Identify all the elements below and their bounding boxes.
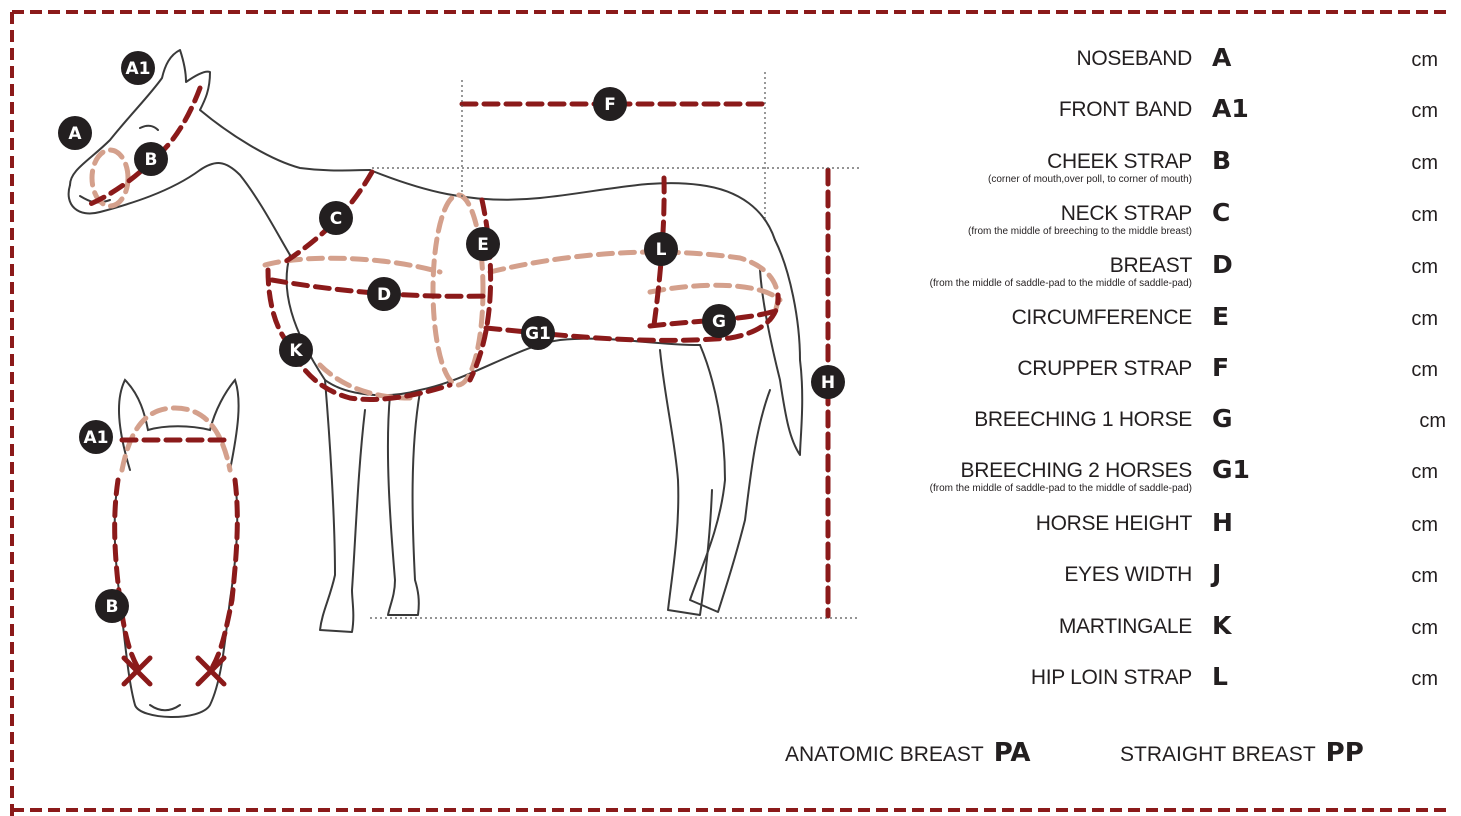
measurement-unit: cm xyxy=(1411,49,1438,72)
measurement-row-martingale: MARTINGALE K cm xyxy=(820,615,1450,655)
badge-a-side: A xyxy=(58,116,92,150)
badge-d: D xyxy=(367,277,401,311)
measurement-label: HIP LOIN STRAP xyxy=(1031,666,1192,690)
badge-g1: G1 xyxy=(521,316,555,350)
measurement-code: F xyxy=(1212,353,1229,382)
measurement-label: HORSE HEIGHT xyxy=(1036,512,1192,536)
measurement-code: A1 xyxy=(1212,94,1249,123)
svg-text:F: F xyxy=(604,95,616,115)
svg-text:K: K xyxy=(289,341,303,361)
measurement-unit: cm xyxy=(1411,204,1438,227)
measurement-note: (from the middle of saddle-pad to the mi… xyxy=(930,278,1192,289)
svg-text:A: A xyxy=(68,124,82,144)
measurement-unit: cm xyxy=(1411,308,1438,331)
measurement-code: D xyxy=(1212,250,1233,279)
svg-text:C: C xyxy=(330,209,342,229)
badge-k: K xyxy=(279,333,313,367)
measurement-note: (corner of mouth,over poll, to corner of… xyxy=(988,174,1192,185)
measurement-code: L xyxy=(1212,662,1228,691)
measurement-code: K xyxy=(1212,611,1231,640)
measurement-label: BREECHING 2 HORSES xyxy=(961,459,1193,483)
measurement-code: H xyxy=(1212,508,1233,537)
measurement-unit: cm xyxy=(1411,668,1438,691)
measurement-code: A xyxy=(1212,43,1231,72)
svg-text:L: L xyxy=(656,240,667,260)
measurement-row-neck-strap: NECK STRAP C cm (from the middle of bree… xyxy=(820,202,1450,242)
measurement-unit: cm xyxy=(1411,461,1438,484)
measurement-code: G1 xyxy=(1212,455,1250,484)
light-straps xyxy=(92,150,780,470)
measurement-unit: cm xyxy=(1411,359,1438,382)
measurement-label: EYES WIDTH xyxy=(1064,563,1192,587)
measurement-row-horse-height: HORSE HEIGHT H cm xyxy=(820,512,1450,552)
measurement-code: G xyxy=(1212,404,1233,433)
measurement-row-circumference: CIRCUMFERENCE E cm xyxy=(820,306,1450,346)
measurement-unit: cm xyxy=(1411,617,1438,640)
breast-type-label: STRAIGHT BREAST xyxy=(1120,743,1316,766)
breast-type-code: PA xyxy=(994,738,1031,768)
svg-text:B: B xyxy=(145,150,158,170)
mouth-corner-marks xyxy=(124,658,224,684)
measurement-label: CHEEK STRAP xyxy=(1047,150,1192,174)
measurement-row-hip-loin-strap: HIP LOIN STRAP L cm xyxy=(820,666,1450,706)
measurement-row-breeching-1-horse: BREECHING 1 HORSE G cm xyxy=(820,408,1450,448)
measurement-row-eyes-width: EYES WIDTH J cm xyxy=(820,563,1450,603)
measurement-row-crupper-strap: CRUPPER STRAP F cm xyxy=(820,357,1450,397)
straight-breast-option[interactable]: STRAIGHT BREAST PP xyxy=(1120,738,1364,768)
measurement-code: C xyxy=(1212,198,1230,227)
measurement-label: FRONT BAND xyxy=(1059,98,1192,122)
svg-text:A1: A1 xyxy=(126,59,151,79)
measurement-row-front-band: FRONT BAND A1 cm xyxy=(820,98,1450,138)
measurement-unit: cm xyxy=(1411,565,1438,588)
badge-b-side: B xyxy=(134,142,168,176)
svg-text:A1: A1 xyxy=(84,428,109,448)
badge-a1-front: A1 xyxy=(79,420,113,454)
guide-lines xyxy=(370,72,860,618)
measurement-row-noseband: NOSEBAND A cm xyxy=(820,47,1450,87)
badge-g: G xyxy=(702,304,736,338)
measurement-label: NECK STRAP xyxy=(1061,202,1192,226)
measurement-code: J xyxy=(1212,559,1221,588)
measurement-note: (from the middle of breeching to the mid… xyxy=(968,226,1192,237)
badge-c: C xyxy=(319,201,353,235)
measurement-code: B xyxy=(1212,146,1231,175)
measurement-unit: cm xyxy=(1411,256,1438,279)
svg-text:G: G xyxy=(712,312,726,332)
svg-text:E: E xyxy=(477,235,489,255)
svg-text:G1: G1 xyxy=(525,324,551,344)
measurement-unit: cm xyxy=(1419,410,1446,433)
measurement-unit: cm xyxy=(1411,152,1438,175)
badge-l: L xyxy=(644,232,678,266)
measurement-unit: cm xyxy=(1411,100,1438,123)
measurement-label: BREECHING 1 HORSE xyxy=(974,408,1192,432)
measurement-note: (from the middle of saddle-pad to the mi… xyxy=(930,483,1192,494)
measurement-row-breast: BREAST D cm (from the middle of saddle-p… xyxy=(820,254,1450,294)
measurement-label: CIRCUMFERENCE xyxy=(1012,306,1192,330)
measurement-unit: cm xyxy=(1411,514,1438,537)
measurement-row-cheek-strap: CHEEK STRAP B cm (corner of mouth,over p… xyxy=(820,150,1450,190)
measurement-label: BREAST xyxy=(1110,254,1192,278)
breast-type-label: ANATOMIC BREAST xyxy=(785,743,984,766)
measurement-label: MARTINGALE xyxy=(1059,615,1192,639)
measurement-label: NOSEBAND xyxy=(1077,47,1192,71)
badge-f: F xyxy=(593,87,627,121)
breast-type-code: PP xyxy=(1326,738,1364,768)
badge-b-front: B xyxy=(95,589,129,623)
badge-e: E xyxy=(466,227,500,261)
badge-a1-side: A1 xyxy=(121,51,155,85)
anatomic-breast-option[interactable]: ANATOMIC BREAST PA xyxy=(785,738,1031,768)
svg-text:B: B xyxy=(106,597,119,617)
svg-text:D: D xyxy=(377,285,391,305)
measurement-code: E xyxy=(1212,302,1229,331)
measurement-row-breeching-2-horses: BREECHING 2 HORSES G1 cm (from the middl… xyxy=(820,459,1450,499)
measurement-label: CRUPPER STRAP xyxy=(1017,357,1192,381)
